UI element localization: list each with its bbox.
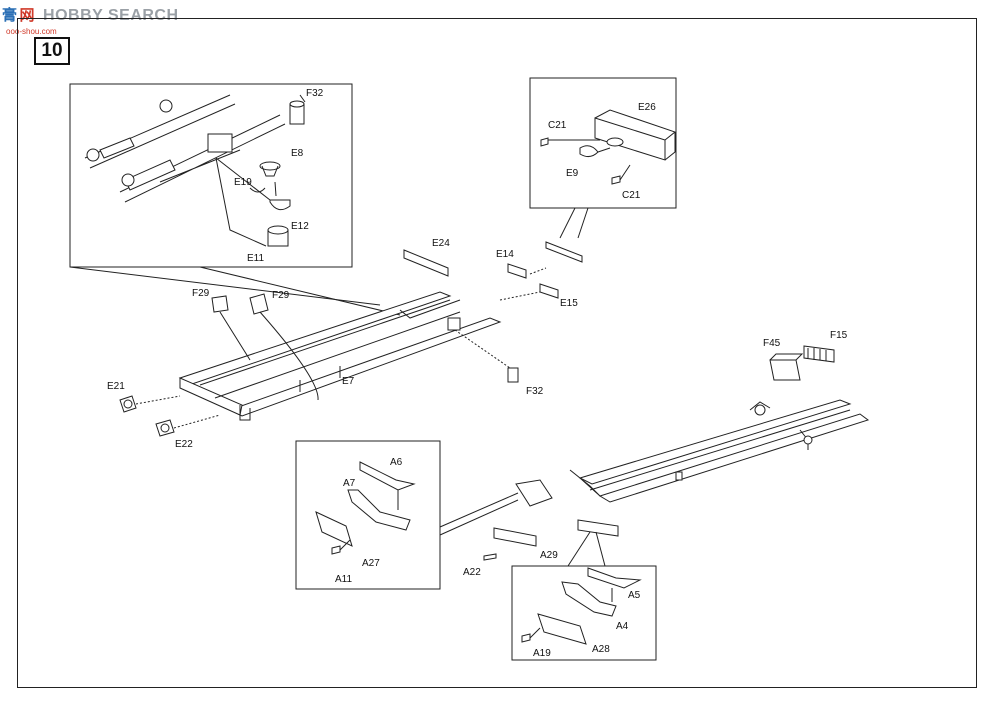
page-frame (17, 18, 977, 688)
label-f29-right: F29 (272, 290, 290, 301)
label-a4: A4 (616, 621, 629, 632)
label-a27: A27 (362, 558, 380, 569)
label-a11: A11 (335, 574, 352, 585)
label-a7: A7 (343, 478, 356, 489)
label-e7: E7 (342, 376, 355, 387)
label-f15: F15 (830, 330, 848, 341)
front-frame-assembly: F45 F15 A29 A22 (463, 330, 870, 578)
label-e8: E8 (291, 148, 304, 159)
watermark: 膏网 HOBBY SEARCH (2, 4, 179, 25)
label-f32-top: F32 (306, 88, 324, 99)
label-e24: E24 (432, 238, 450, 249)
label-e22: E22 (175, 439, 193, 450)
rear-frame-assembly: E24 E14 E15 F29 F29 E7 E21 E22 F32 (107, 238, 583, 450)
watermark-url: ooo-shou.com (6, 27, 57, 36)
inset-box-rear-detail: F32 E8 E19 E12 E11 (69, 83, 401, 316)
label-f32-mid: F32 (526, 386, 544, 397)
label-c21-top: C21 (548, 120, 567, 131)
label-e26: E26 (638, 102, 656, 113)
label-e21: E21 (107, 381, 125, 392)
label-a6: A6 (390, 457, 403, 468)
label-e9: E9 (566, 168, 579, 179)
watermark-cn-b: 网 (19, 7, 36, 24)
label-c21-bottom: C21 (622, 190, 641, 201)
inset-box-a5-detail: A5 A4 A28 A19 (511, 531, 657, 661)
watermark-text: HOBBY SEARCH (43, 7, 179, 24)
label-a28: A28 (592, 644, 610, 655)
inset-box-e26-detail: E26 C21 E9 C21 (529, 77, 677, 239)
label-e11: E11 (247, 253, 264, 264)
label-e12: E12 (291, 221, 309, 232)
inset-box-a6-detail: A6 A7 A27 A11 (295, 440, 519, 590)
watermark-cn-a: 膏 (2, 7, 18, 24)
label-e15: E15 (560, 298, 578, 309)
label-a19: A19 (533, 648, 551, 659)
label-e14: E14 (496, 249, 514, 260)
label-a22: A22 (463, 567, 481, 578)
step-number: 10 (34, 37, 70, 65)
label-f45: F45 (763, 338, 781, 349)
label-e19: E19 (234, 177, 252, 188)
label-a29: A29 (540, 550, 558, 561)
label-f29-left: F29 (192, 288, 210, 299)
label-a5: A5 (628, 590, 641, 601)
